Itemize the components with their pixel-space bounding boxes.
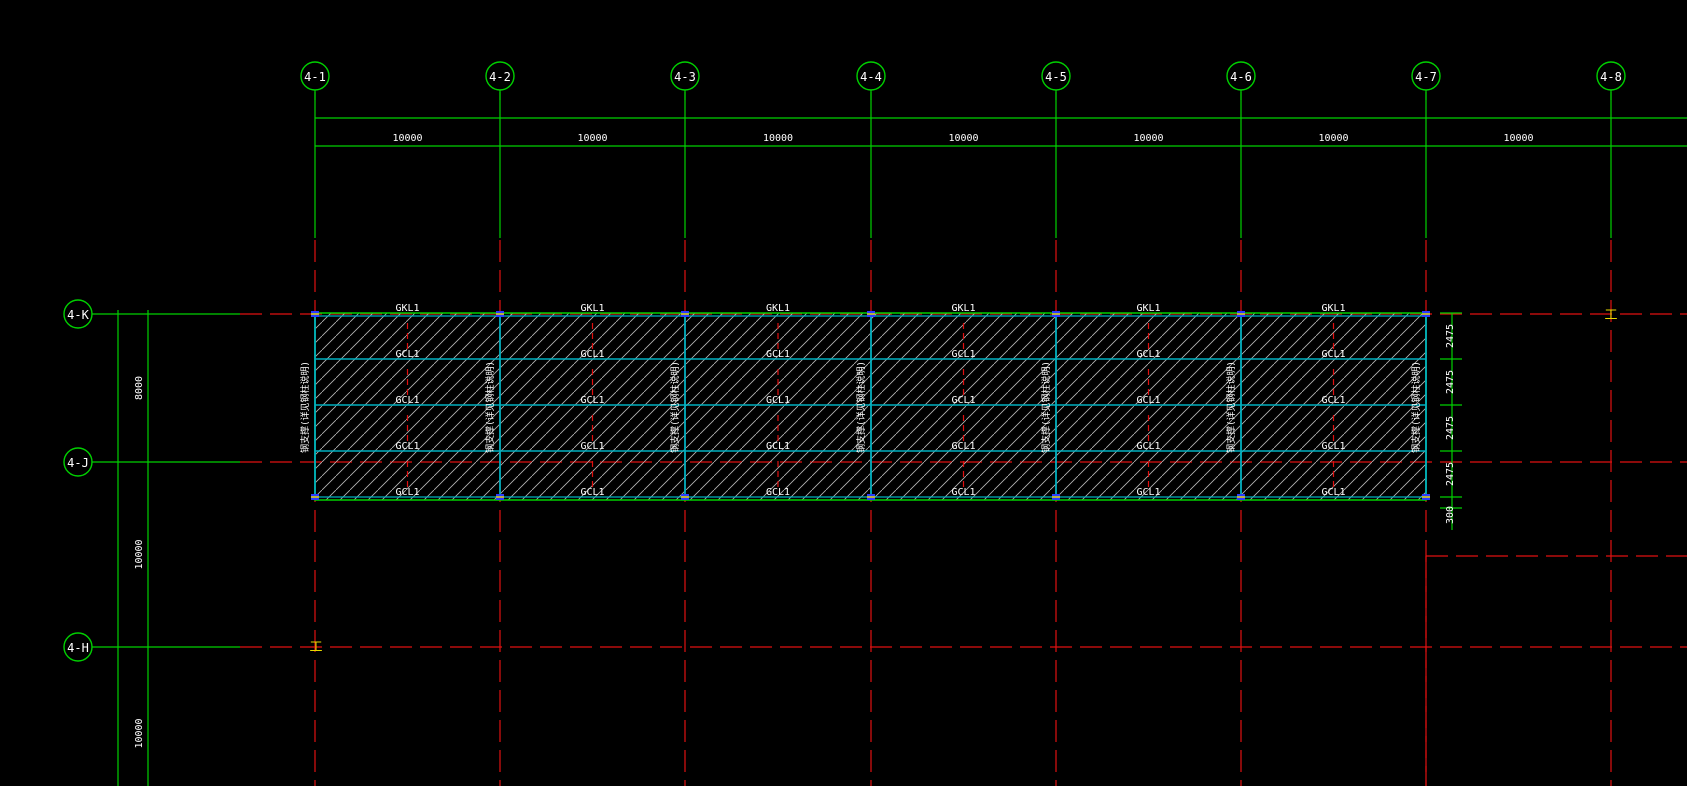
beam-label: GCL1 [580, 349, 604, 360]
column-marker: 工 [1604, 308, 1617, 323]
dimension-text: 2475 [1445, 416, 1456, 440]
axis-label: 4-7 [1415, 70, 1437, 84]
beam-label: GCL1 [1321, 395, 1345, 406]
beam-label: GCL1 [395, 395, 419, 406]
beam-label: GCL1 [580, 441, 604, 452]
axis-bubbles: 4-1 4-2 4-3 4-4 4-5 4-6 4-7 4-8 4-K 4-J 4-H [63, 61, 1626, 662]
beam-label: GCL1 [580, 487, 604, 498]
column-note: 钢支撑(详见钢柱说明) [1225, 361, 1237, 453]
axis-bubble [63, 299, 93, 329]
beam-label: GCL1 [1321, 441, 1345, 452]
beam-label: GCL1 [1136, 487, 1160, 498]
beam-label: GKL1 [395, 303, 419, 314]
beam-label: GCL1 [1136, 349, 1160, 360]
dimension-text: 8000 [134, 376, 145, 400]
beam-label: GCL1 [766, 487, 790, 498]
beam-label: GKL1 [580, 303, 604, 314]
beam-label: GKL1 [1321, 303, 1345, 314]
axis-label: 4-J [67, 456, 89, 470]
dimension-text: 10000 [1503, 133, 1533, 144]
axis-label: 4-5 [1045, 70, 1067, 84]
dimension-text: 2475 [1445, 462, 1456, 486]
axis-label: 4-6 [1230, 70, 1252, 84]
dimension-text: 10000 [763, 133, 793, 144]
dimension-text: 10000 [134, 539, 145, 569]
column-note: 钢支撑(详见钢柱说明) [484, 361, 496, 453]
beam-label: GCL1 [951, 487, 975, 498]
column-note: 钢支撑(详见钢柱说明) [299, 361, 311, 453]
beam-label: GCL1 [951, 441, 975, 452]
column-note: 钢支撑(详见钢柱说明) [855, 361, 867, 453]
axis-bubble [63, 447, 93, 477]
axis-label: 4-8 [1600, 70, 1622, 84]
slab-area: 工工 [309, 308, 1617, 655]
column-note: 钢支撑(详见钢柱说明) [1040, 361, 1052, 453]
beam-label: GCL1 [766, 349, 790, 360]
dimension-text: 2475 [1445, 324, 1456, 348]
axis-label: 4-3 [674, 70, 696, 84]
beam-label: GKL1 [951, 303, 975, 314]
dimension-text: 10000 [948, 133, 978, 144]
beam-label: GCL1 [951, 395, 975, 406]
dimension-text: 2475 [1445, 370, 1456, 394]
axis-label: 4-H [67, 641, 89, 655]
axis-label: 4-1 [304, 70, 326, 84]
column-note: 钢支撑(详见钢柱说明) [1410, 361, 1422, 453]
beam-label: GCL1 [1136, 441, 1160, 452]
dimension-text: 10000 [577, 133, 607, 144]
beam-label: GCL1 [951, 349, 975, 360]
beam-label: GCL1 [1321, 487, 1345, 498]
beam-label: GCL1 [1321, 349, 1345, 360]
beam-label: GCL1 [580, 395, 604, 406]
axis-label: 4-K [67, 308, 89, 322]
dimension-text: 300 [1445, 506, 1456, 524]
beam-label: GKL1 [1136, 303, 1160, 314]
dimension-text: 10000 [392, 133, 422, 144]
beam-label: GCL1 [395, 349, 419, 360]
beam-label: GCL1 [395, 441, 419, 452]
dimension-text: 10000 [134, 718, 145, 748]
beam-labels: GKL1GCL1GCL1GCL1GCL1GKL1GCL1GCL1GCL1GCL1… [299, 303, 1422, 498]
dimension-lines: 10000 10000 10000 10000 10000 10000 10000 8000 1… [117, 117, 1687, 786]
dimension-text: 10000 [1133, 133, 1163, 144]
beam-label: GCL1 [395, 487, 419, 498]
beam-label: GCL1 [1136, 395, 1160, 406]
axis-label: 4-2 [489, 70, 511, 84]
beam-label: GCL1 [766, 395, 790, 406]
dimension-text: 10000 [1318, 133, 1348, 144]
axis-bubble [63, 632, 93, 662]
column-note: 钢支撑(详见钢柱说明) [669, 361, 681, 453]
beam-label: GKL1 [766, 303, 790, 314]
beam-label: GCL1 [766, 441, 790, 452]
axis-label: 4-4 [860, 70, 882, 84]
column-marker: 工 [309, 640, 322, 655]
